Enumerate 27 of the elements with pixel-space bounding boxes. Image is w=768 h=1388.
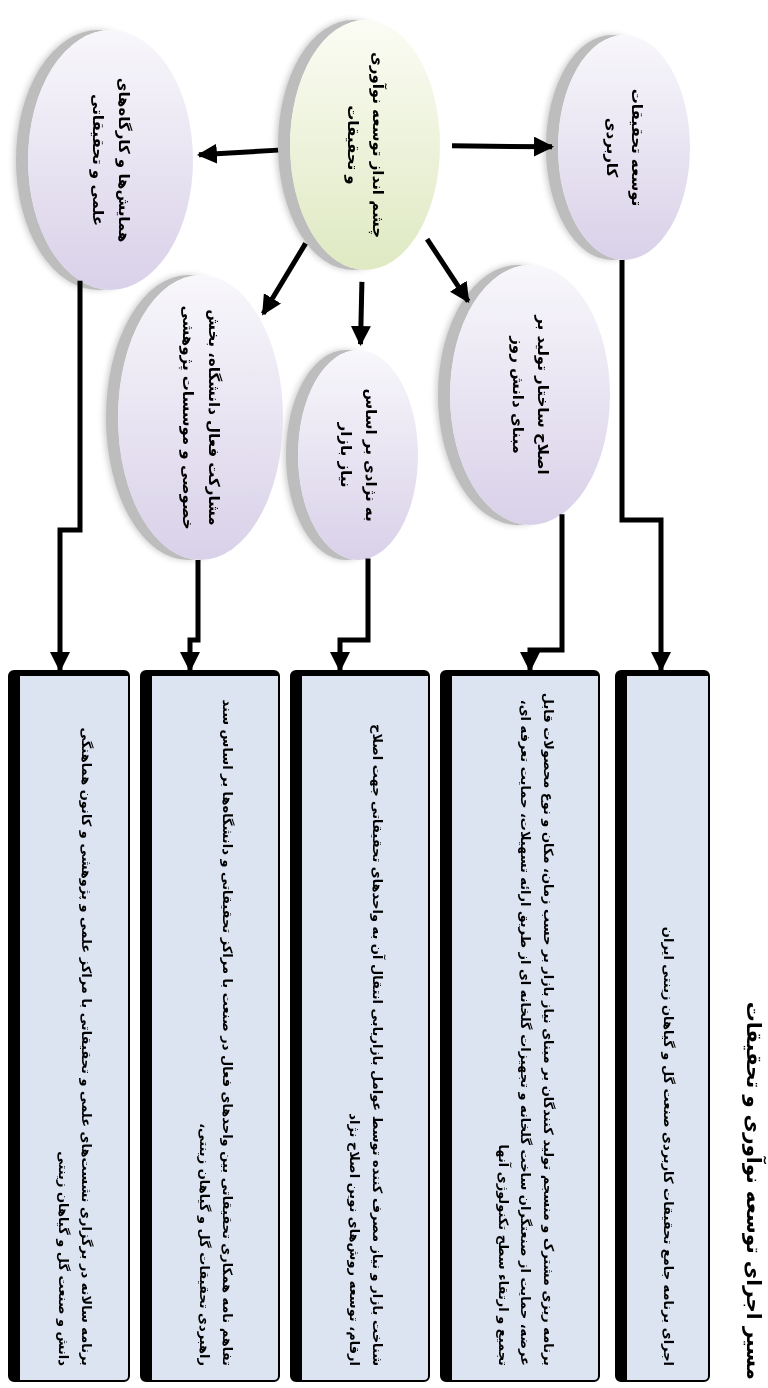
process-box — [290, 670, 430, 1382]
node-text: مشارکت فعال دانشگاه، بخش خصوصی و موسسات پژوهشی — [178, 304, 224, 532]
arrow — [330, 558, 371, 672]
node-text: تفاهم نامه همکاری تحقیقاتی بین واحدهای فعال در صنعت با مراکز تحقیقاتی و دانشگاه‌ها بر اساس سند راهبردی تحقیقات گل و گیاهان زینتی، — [196, 698, 236, 1366]
process-box — [140, 670, 280, 1382]
node-text: همایش‌ها و کارگاه‌های علمی و تحقیقاتی — [88, 76, 134, 245]
node-text: توسعه تحقیقات کاربردی — [602, 87, 648, 209]
node-text: برنامه ریزی مشترک و منسجم تولید کنندگان بر مبنای نیاز بازار بر حسب زمان، مکان و نوع محصولات قابل عرضه، حمایت از صنعتگران ساخت گلخانه و تجهیزات گلخانه ای از طریق ارائه تسهیلات، حمایت تعرفه ای، تجمیع و ارتقاء سطح تکنولوژی آنها — [494, 691, 558, 1366]
node-text: چشم انداز توسعه نوآوری و تحقیقات — [343, 51, 389, 240]
node-text: اصلاح ساختار تولید بر مبنای دانش روز — [508, 313, 554, 477]
process-box — [8, 670, 130, 1382]
diagram-title: مسیر اجرای توسعه نوآوری و تحقیقات — [742, 1001, 766, 1380]
arrow — [180, 559, 201, 672]
process-box — [440, 670, 600, 1382]
arrow — [425, 237, 471, 303]
arrow — [350, 281, 371, 347]
node-text: اجرای برنامه جامع تحقیقات کاربردی صنعت گل و گیاهان زینتی ایران — [659, 926, 677, 1366]
node-text: شناخت بازار و نیاز مصرف کننده توسط عوامل بازاریابی انتقال آن به واحدهای تحقیقاتی جهت اصلاح ارقام، توسعه روش‌های نوین اصلاح نژاد — [345, 723, 387, 1366]
arrow — [451, 136, 554, 157]
process-box — [615, 670, 710, 1382]
arrow — [261, 242, 308, 316]
arrow — [50, 280, 83, 672]
arrow — [619, 259, 671, 672]
arrow — [520, 514, 565, 672]
arrow — [196, 143, 279, 164]
node-text: به نژادی بر اساس نیاز بازار — [336, 387, 382, 524]
node-text: برنامه سالانه در برگزاری نشست‌های علمی و تحقیقاتی با مراکز علمی و پژوهشی و کانون هماهنگی دانش و صنعت گل و گیاهان زینتی — [55, 726, 95, 1366]
